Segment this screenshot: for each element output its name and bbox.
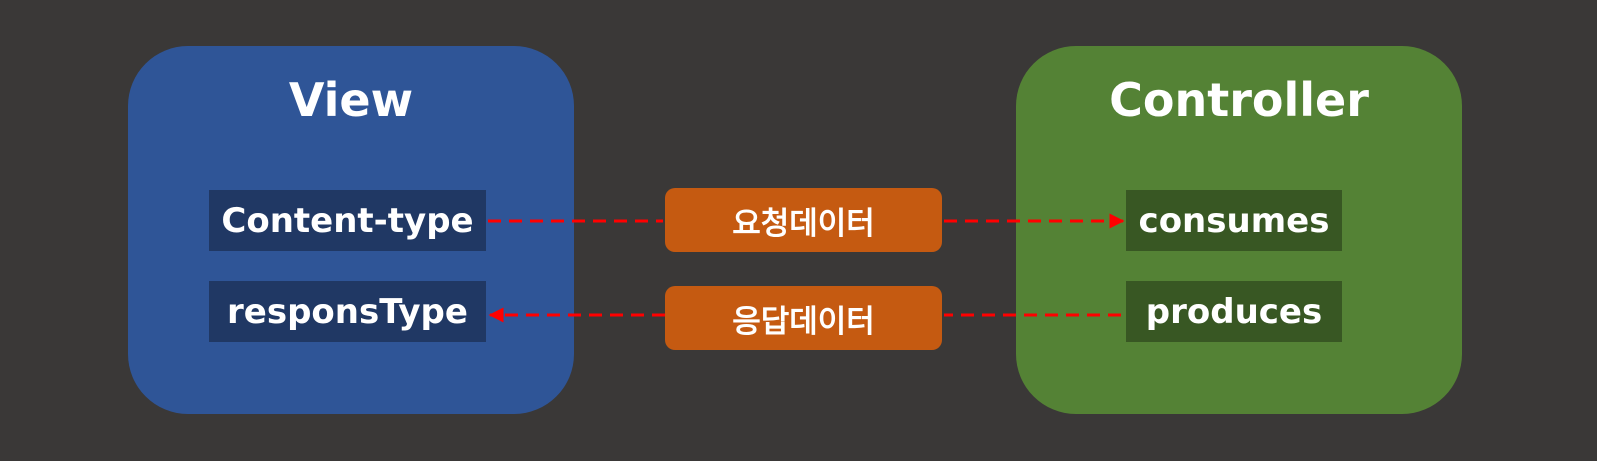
request-data-label: 요청데이터	[665, 188, 942, 252]
respons-type-field: responsType	[209, 281, 486, 342]
view-title: View	[288, 73, 414, 127]
response-data-label: 응답데이터	[665, 286, 942, 350]
consumes-field: consumes	[1126, 190, 1342, 251]
controller-title: Controller	[1109, 73, 1369, 127]
produces-field: produces	[1126, 281, 1342, 342]
content-type-field: Content-type	[209, 190, 486, 251]
controller-panel: Controller	[1016, 46, 1462, 414]
